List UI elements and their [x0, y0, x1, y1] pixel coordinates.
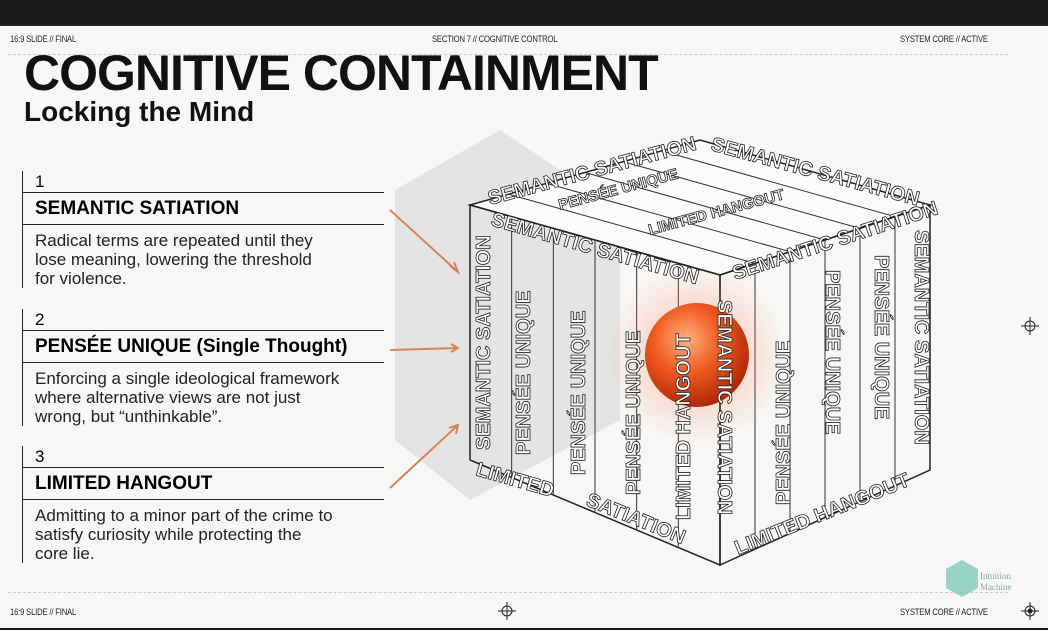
grid-line [508, 193, 756, 264]
arrows [389, 209, 461, 489]
cube-label: SEMANTIC SATIATION [473, 235, 495, 450]
item-pensee-unique: 2 PENSÉE UNIQUE (Single Thought) Enforci… [22, 309, 384, 426]
item-title: SEMANTIC SATIATION [23, 193, 384, 225]
core-sphere [645, 303, 749, 407]
item-desc: Admitting to a minor part of the crime t… [35, 506, 333, 563]
item-limited-hangout: 3 LIMITED HANGOUT Admitting to a minor p… [22, 446, 384, 563]
cube-label: SEMANTIC SATIATION [910, 230, 932, 445]
cube-label: PENSÉE UNIQUE [870, 255, 893, 419]
crosshair-icon [498, 317, 1039, 620]
item-title: LIMITED HANGOUT [23, 468, 384, 500]
cube-label: LIMITED HANGOUT [732, 469, 913, 559]
item-title: PENSÉE UNIQUE (Single Thought) [23, 331, 384, 363]
tick-ruler-bottom [8, 592, 1008, 602]
cube-label: PENSÉE UNIQUE [567, 311, 590, 475]
page-subtitle: Locking the Mind [24, 96, 255, 127]
grid-line [623, 161, 861, 229]
item-number: 2 [23, 309, 384, 331]
header-left: 16:9 SLIDE // FINAL [10, 34, 77, 44]
cube-label: PENSÉE UNIQUE [772, 341, 795, 505]
item-number: 3 [23, 446, 384, 468]
grid-line [661, 150, 896, 218]
grid-line [546, 182, 791, 253]
item-number: 1 [23, 171, 384, 193]
cube-label: SEMANTIC SATIATION [713, 300, 735, 515]
header-right: SYSTEM CORE // ACTIVE [900, 34, 988, 44]
grid-line [584, 172, 826, 241]
cube-label: LIMITED HANGOUT [673, 333, 695, 520]
logo-icon [946, 560, 978, 597]
footer-left: 16:9 SLIDE // FINAL [10, 607, 77, 617]
cube-label: PENSÉE UNIQUE [622, 331, 645, 495]
tick-ruler-top [8, 54, 1008, 64]
footer-right: SYSTEM CORE // ACTIVE [900, 607, 988, 617]
cube-label: PENSÉE UNIQUE [821, 270, 844, 434]
header-center: SECTION 7 // COGNITIVE CONTROL [432, 34, 558, 44]
cube-label: PENSÉE UNIQUE [512, 291, 535, 455]
item-semantic-satiation: 1 SEMANTIC SATIATION Radical terms are r… [22, 171, 384, 288]
page-title: COGNITIVE CONTAINMENT [24, 45, 659, 101]
item-desc: Enforcing a single ideological framework… [35, 369, 340, 426]
